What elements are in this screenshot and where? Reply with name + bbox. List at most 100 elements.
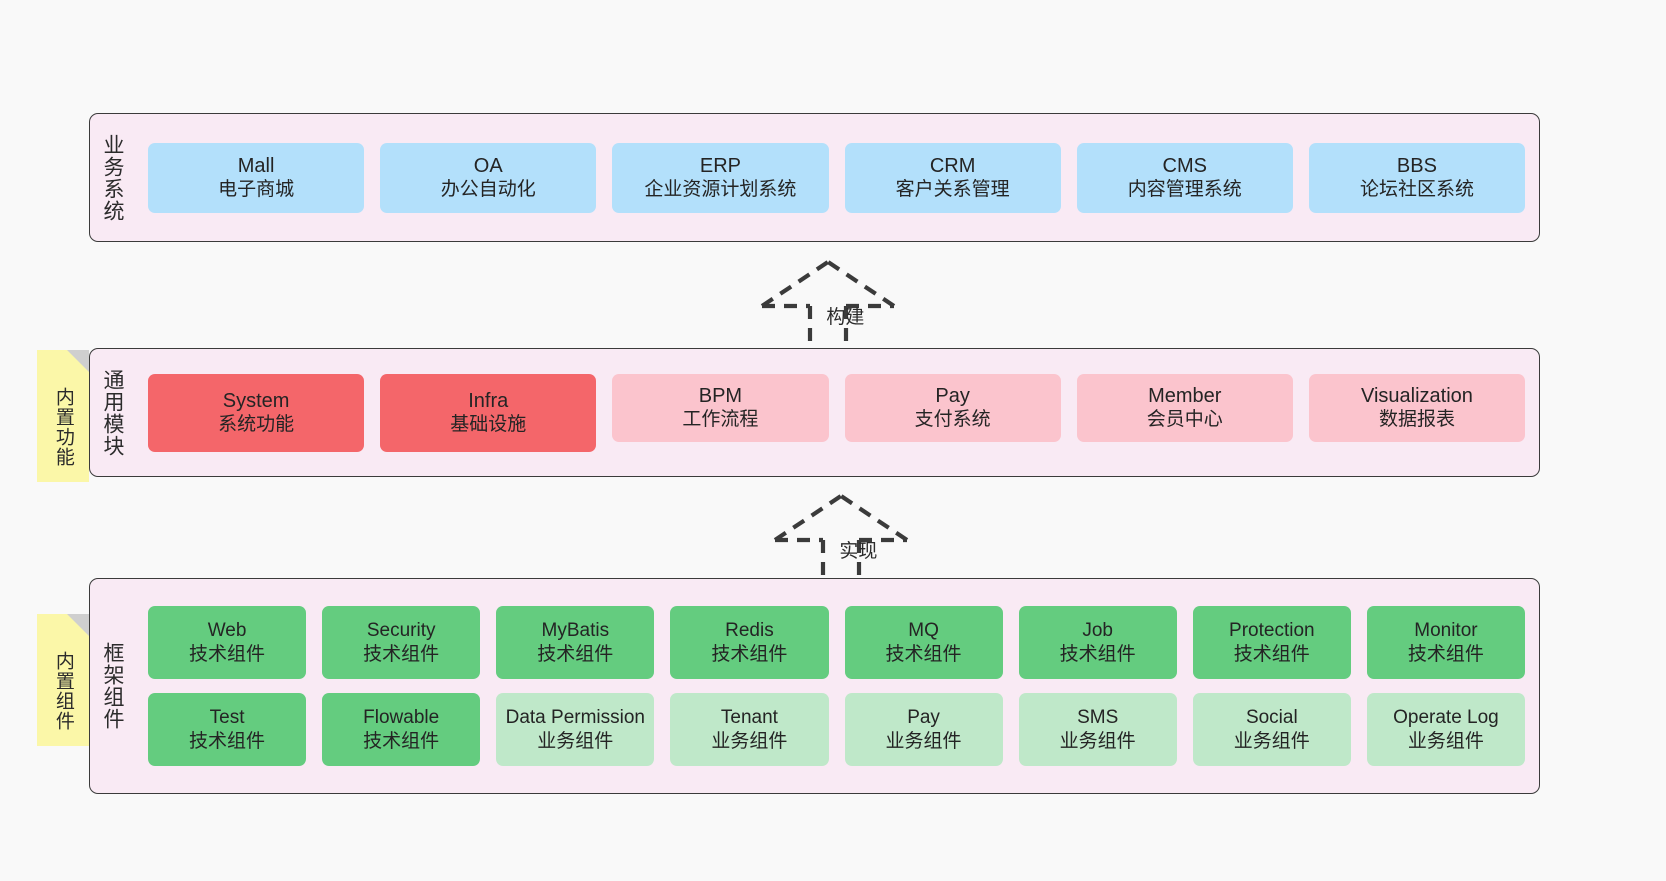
node-title: Protection [1229, 620, 1315, 642]
node-monitor[interactable]: Monitor 技术组件 [1366, 606, 1525, 679]
sticky-note-label: 内置功能 [52, 387, 74, 467]
layer-title-framework: 框架组件 [100, 642, 124, 730]
node-subtitle: 业务组件 [1233, 730, 1310, 752]
node-subtitle: 会员中心 [1146, 409, 1223, 431]
node-subtitle: 技术组件 [885, 643, 962, 665]
node-pay-component[interactable]: Pay 业务组件 [844, 693, 1003, 766]
node-title: BBS [1396, 154, 1437, 177]
node-web[interactable]: Web 技术组件 [148, 606, 307, 679]
node-subtitle: 业务组件 [1407, 730, 1484, 752]
node-title: BPM [698, 384, 743, 407]
node-subtitle: 技术组件 [189, 643, 266, 665]
node-crm[interactable]: CRM 客户关系管理 [844, 142, 1061, 213]
node-flowable[interactable]: Flowable 技术组件 [322, 693, 481, 766]
node-subtitle: 客户关系管理 [895, 179, 1010, 201]
business-row: Mall 电子商城 OA 办公自动化 ERP 企业资源计划系统 CRM 客户关系… [148, 142, 1526, 213]
node-subtitle: 技术组件 [1059, 643, 1136, 665]
layer-body-framework: Web 技术组件 Security 技术组件 MyBatis 技术组件 Redi… [134, 579, 1539, 793]
node-title: Flowable [363, 707, 440, 729]
node-protection[interactable]: Protection 技术组件 [1192, 606, 1351, 679]
node-title: ERP [699, 154, 741, 177]
node-subtitle: 业务组件 [885, 730, 962, 752]
node-title: OA [473, 154, 503, 177]
node-subtitle: 技术组件 [711, 643, 788, 665]
node-subtitle: 业务组件 [537, 730, 614, 752]
common-row: System 系统功能 Infra 基础设施 BPM 工作流程 Pay 支付系统… [148, 373, 1526, 452]
node-title: CMS [1162, 154, 1207, 177]
node-system[interactable]: System 系统功能 [148, 373, 365, 452]
node-visualization[interactable]: Visualization 数据报表 [1308, 373, 1526, 442]
node-title: Test [209, 707, 245, 729]
node-subtitle: 技术组件 [189, 730, 266, 752]
node-subtitle: 企业资源计划系统 [644, 179, 797, 201]
node-member[interactable]: Member 会员中心 [1076, 373, 1293, 442]
node-redis[interactable]: Redis 技术组件 [670, 606, 829, 679]
node-title: Redis [725, 620, 774, 642]
node-subtitle: 办公自动化 [440, 179, 536, 201]
sticky-note-label: 内置组件 [52, 651, 74, 731]
node-title: SMS [1077, 707, 1119, 729]
layer-body-common: System 系统功能 Infra 基础设施 BPM 工作流程 Pay 支付系统… [134, 349, 1539, 476]
node-tenant[interactable]: Tenant 业务组件 [670, 693, 829, 766]
framework-row-technical: Web 技术组件 Security 技术组件 MyBatis 技术组件 Redi… [148, 606, 1525, 679]
node-title: Job [1082, 620, 1113, 642]
node-title: MQ [908, 620, 939, 642]
node-data-permission[interactable]: Data Permission 业务组件 [496, 693, 655, 766]
node-title: MyBatis [541, 620, 610, 642]
node-mybatis[interactable]: MyBatis 技术组件 [496, 606, 655, 679]
node-subtitle: 数据报表 [1378, 409, 1455, 431]
layer-business-systems: 业务系统 Mall 电子商城 OA 办公自动化 ERP 企业资源计划系统 CRM… [89, 113, 1540, 242]
layer-framework-components: 框架组件 Web 技术组件 Security 技术组件 MyBatis 技术组件… [89, 578, 1540, 794]
node-title: Tenant [720, 707, 778, 729]
node-subtitle: 技术组件 [1407, 643, 1484, 665]
node-title: System [222, 389, 290, 412]
note-fold-corner [67, 350, 89, 372]
node-mq[interactable]: MQ 技术组件 [844, 606, 1003, 679]
node-title: Member [1148, 384, 1222, 407]
node-title: Security [366, 620, 436, 642]
node-subtitle: 系统功能 [218, 414, 295, 436]
node-sms[interactable]: SMS 业务组件 [1018, 693, 1177, 766]
arrow-implement-label: 实现 [839, 541, 878, 562]
node-title: Infra [468, 389, 509, 412]
node-erp[interactable]: ERP 企业资源计划系统 [612, 142, 829, 213]
sticky-note-builtin-components: 内置组件 [37, 614, 89, 746]
node-mall[interactable]: Mall 电子商城 [148, 142, 365, 213]
node-title: Web [207, 620, 247, 642]
node-title: Social [1245, 707, 1298, 729]
node-operate-log[interactable]: Operate Log 业务组件 [1366, 693, 1525, 766]
node-infra[interactable]: Infra 基础设施 [380, 373, 597, 452]
node-bbs[interactable]: BBS 论坛社区系统 [1308, 142, 1526, 213]
node-test[interactable]: Test 技术组件 [148, 693, 307, 766]
node-subtitle: 支付系统 [914, 409, 991, 431]
sticky-note-builtin-features: 内置功能 [37, 350, 89, 482]
node-title: Data Permission [505, 707, 645, 729]
node-subtitle: 内容管理系统 [1127, 179, 1242, 201]
node-title: Monitor [1414, 620, 1478, 642]
layer-common-modules: 通用模块 System 系统功能 Infra 基础设施 BPM 工作流程 Pay… [89, 348, 1540, 477]
node-subtitle: 技术组件 [363, 730, 440, 752]
node-bpm[interactable]: BPM 工作流程 [612, 373, 829, 442]
framework-row-business: Test 技术组件 Flowable 技术组件 Data Permission … [148, 693, 1525, 766]
node-pay-module[interactable]: Pay 支付系统 [844, 373, 1061, 442]
node-social[interactable]: Social 业务组件 [1192, 693, 1351, 766]
node-subtitle: 论坛社区系统 [1359, 179, 1474, 201]
node-title: Operate Log [1393, 707, 1499, 729]
layer-title-common: 通用模块 [100, 368, 124, 457]
node-subtitle: 业务组件 [711, 730, 788, 752]
note-fold-corner [67, 614, 89, 636]
node-job[interactable]: Job 技术组件 [1018, 606, 1177, 679]
node-subtitle: 基础设施 [450, 414, 527, 436]
node-subtitle: 业务组件 [1059, 730, 1136, 752]
node-title: Mall [237, 154, 275, 177]
node-subtitle: 技术组件 [537, 643, 614, 665]
arrow-implement: 实现 [773, 492, 935, 588]
node-title: Visualization [1360, 384, 1473, 407]
node-oa[interactable]: OA 办公自动化 [380, 142, 597, 213]
node-cms[interactable]: CMS 内容管理系统 [1076, 142, 1293, 213]
node-title: Pay [935, 384, 970, 407]
node-subtitle: 技术组件 [1233, 643, 1310, 665]
layer-body-business: Mall 电子商城 OA 办公自动化 ERP 企业资源计划系统 CRM 客户关系… [134, 114, 1539, 241]
node-security[interactable]: Security 技术组件 [322, 606, 481, 679]
